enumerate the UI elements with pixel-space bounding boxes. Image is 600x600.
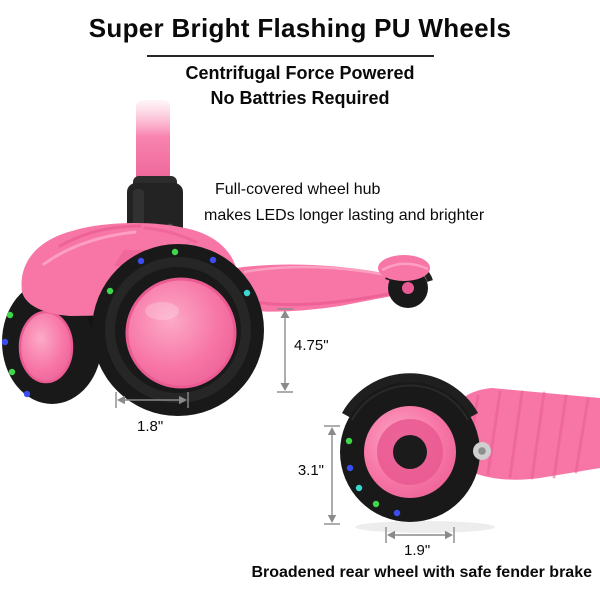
front-right-wheel bbox=[92, 244, 264, 416]
deck-height-label: 4.75" bbox=[294, 337, 329, 354]
led-lights-rear-wheel bbox=[345, 437, 401, 517]
rear-wheel-height-label: 3.1" bbox=[297, 462, 324, 479]
scooter-front-view bbox=[1, 100, 433, 416]
deck-height-dimension-arrow bbox=[277, 308, 293, 393]
rear-wheel-width-dimension-arrow bbox=[385, 527, 455, 543]
title-underline bbox=[147, 55, 434, 57]
led-lights-left-wheel bbox=[1, 311, 31, 398]
rear-wheel-width-label: 1.9" bbox=[404, 542, 431, 559]
fender-brake bbox=[342, 373, 478, 424]
rear-wheel-back-view bbox=[340, 382, 491, 522]
rear-wheel-height-dimension-arrow bbox=[324, 425, 340, 525]
axle-bolt bbox=[473, 442, 491, 460]
deck-side-profile bbox=[230, 255, 433, 312]
led-lights-right-wheel bbox=[106, 248, 251, 297]
page-title: Super Bright Flashing PU Wheels bbox=[88, 13, 512, 43]
hub-annotation-line2: makes LEDs longer lasting and brighter bbox=[204, 207, 485, 224]
scooter-stem bbox=[136, 100, 170, 196]
ground-shadow bbox=[355, 521, 495, 533]
subtitle-line1: Centrifugal Force Powered bbox=[185, 63, 415, 83]
hub-annotation: Full-covered wheel hub makes LEDs longer… bbox=[204, 177, 484, 229]
hub-annotation-line1: Full-covered wheel hub bbox=[215, 181, 381, 198]
subtitle-line2: No Battries Required bbox=[210, 88, 390, 108]
front-wheel-width-label: 1.8" bbox=[137, 418, 164, 435]
scooter-rear-view bbox=[340, 373, 600, 533]
rear-wheel-side-view bbox=[378, 255, 433, 308]
front-wheel-width-dimension-arrow bbox=[115, 392, 189, 408]
bottom-caption: Broadened rear wheel with safe fender br… bbox=[251, 564, 592, 581]
